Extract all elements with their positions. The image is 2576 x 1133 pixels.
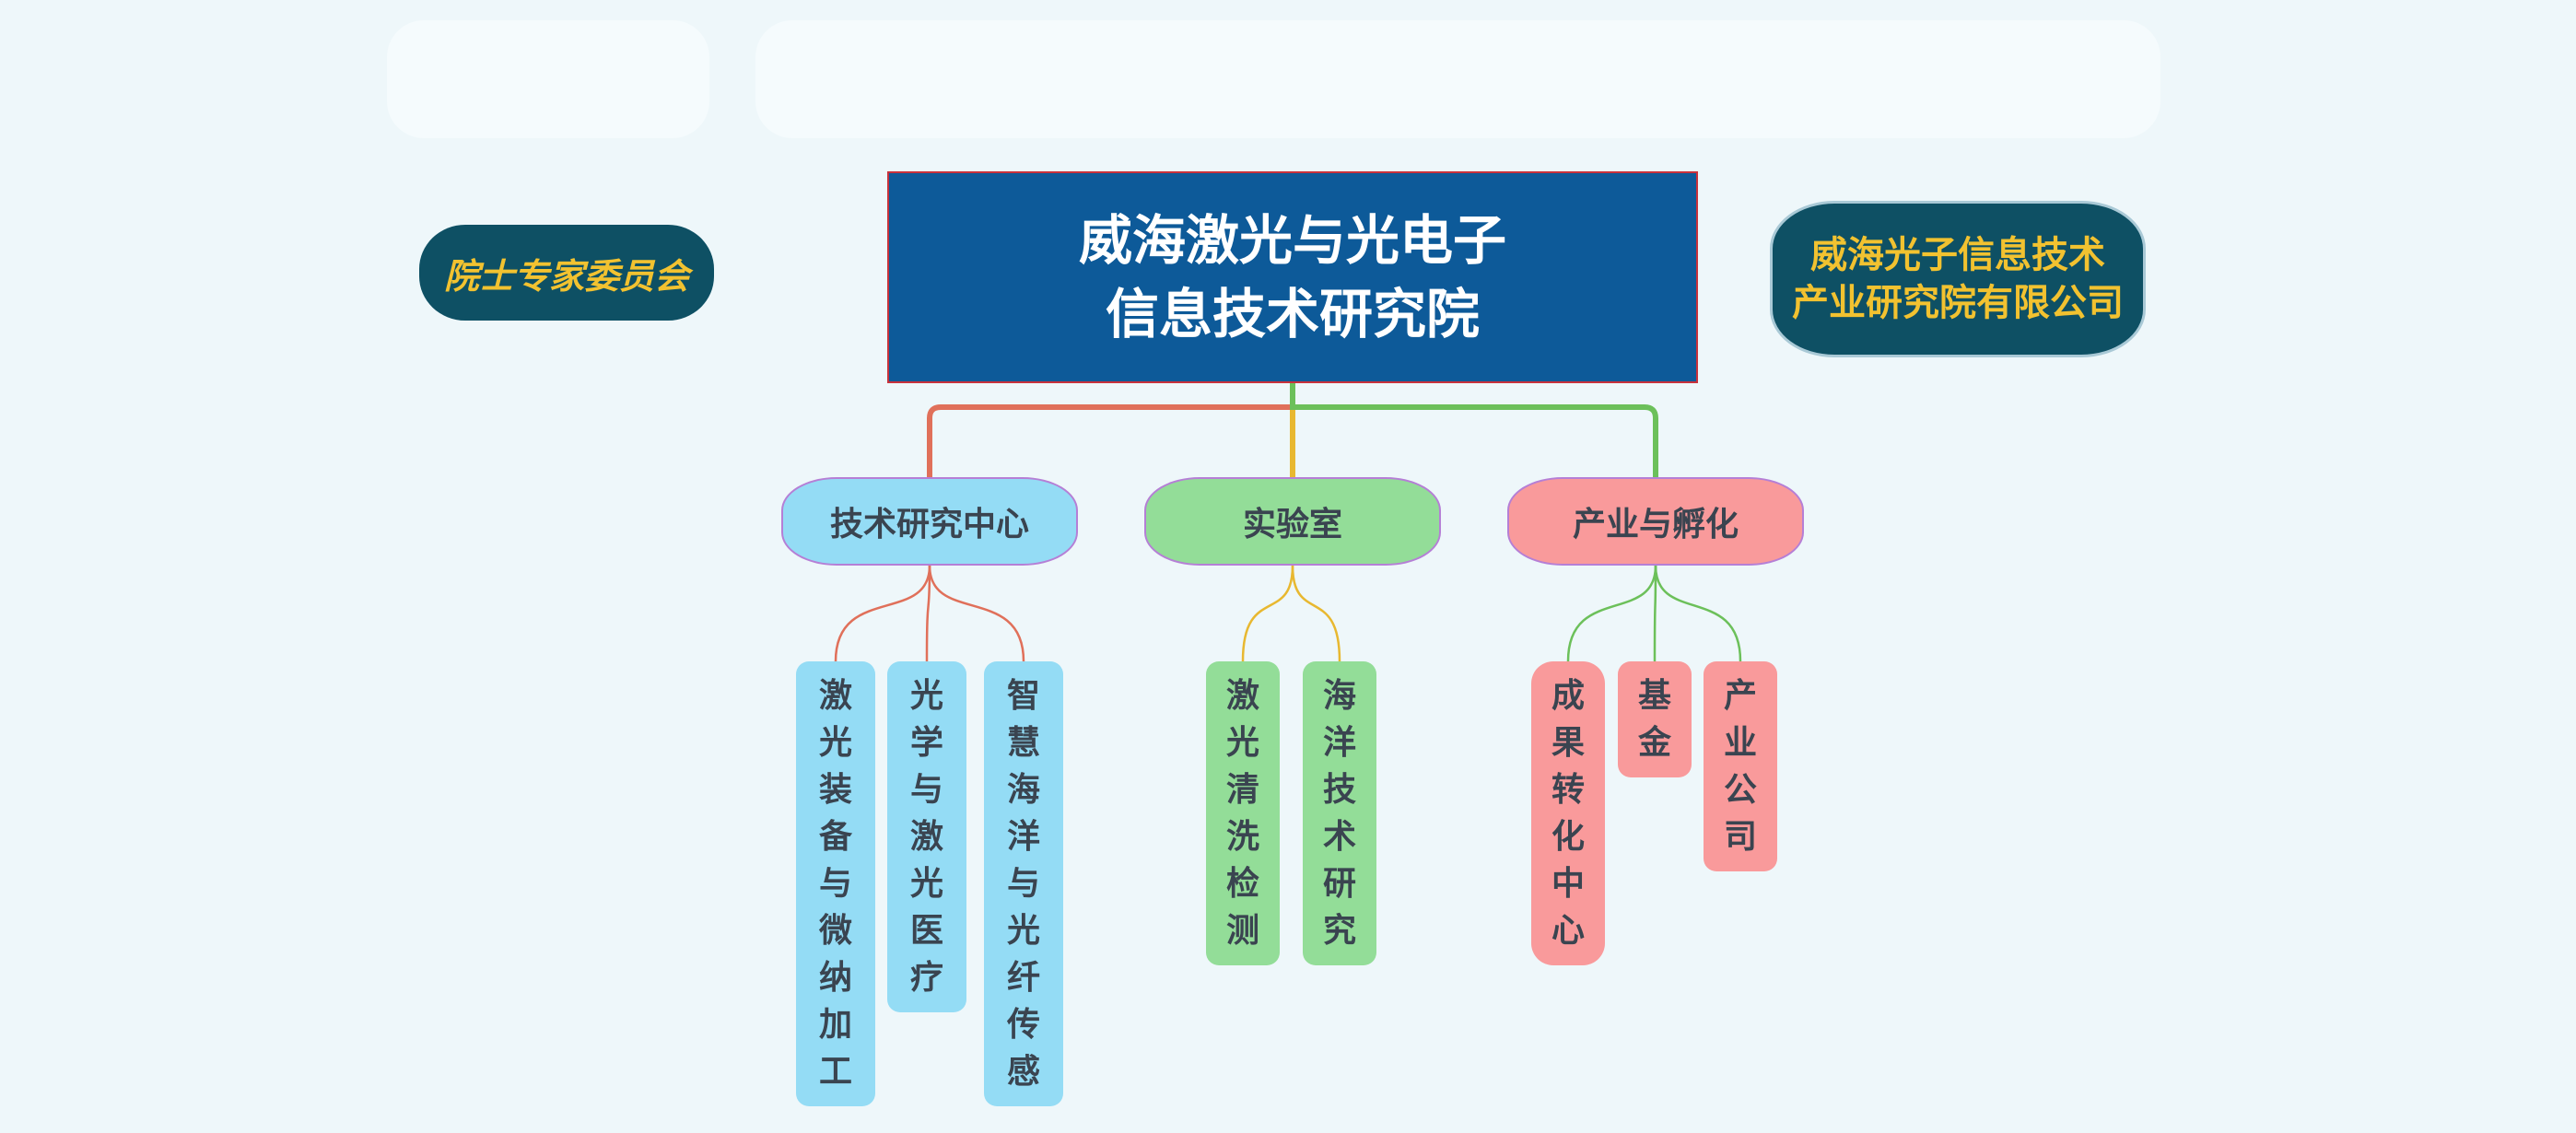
- leaf-char: 产: [1723, 677, 1757, 715]
- leaf-char: 海: [1322, 677, 1356, 715]
- leaf-char: 备: [818, 818, 852, 856]
- leaf-char: 纤: [1006, 959, 1040, 997]
- branch-label: 技术研究中心: [829, 506, 1029, 543]
- leaf-char: 究: [1322, 912, 1356, 950]
- leaf-char: 成: [1551, 677, 1585, 715]
- leaf-char: 光: [1225, 724, 1259, 762]
- leaf-char: 激: [909, 818, 943, 856]
- leaf-char: 激: [818, 677, 852, 715]
- leaf-char: 中: [1551, 865, 1585, 903]
- leaf-char: 感: [1006, 1053, 1040, 1091]
- root-to-branch-line: [927, 380, 1295, 480]
- leaf-char: 传: [1006, 1006, 1040, 1044]
- branch-to-leaf-line: [1566, 564, 1657, 663]
- leaf-char: 心: [1551, 912, 1585, 950]
- leaf-char: 研: [1322, 865, 1356, 903]
- top-banner-left: [387, 20, 709, 138]
- leaf-char: 光: [909, 677, 943, 715]
- leaf-ocean-tech-research: 海洋技术研究: [1303, 661, 1376, 965]
- leaf-char: 与: [818, 865, 852, 903]
- leaf-char: 纳: [818, 959, 852, 997]
- academician-committee-badge: 院士专家委员会: [419, 225, 714, 321]
- branch-to-leaf-line: [1653, 564, 1657, 663]
- branch-to-leaf-line: [1654, 564, 1742, 663]
- leaf-char: 装: [818, 771, 852, 809]
- branch-to-leaf-line: [1241, 564, 1294, 663]
- leaf-char: 学: [909, 724, 943, 762]
- company-line-1: 威海光子信息技术: [1810, 234, 2105, 276]
- leaf-char: 转: [1551, 771, 1585, 809]
- leaf-char: 测: [1225, 912, 1259, 950]
- leaf-char: 加: [818, 1006, 852, 1044]
- leaf-char: 洗: [1225, 818, 1259, 856]
- title-line-1: 威海激光与光电子: [1078, 209, 1506, 272]
- top-banner-right: [755, 20, 2160, 138]
- leaf-laser-equipment: 激光装备与微纳加工: [796, 661, 875, 1106]
- leaf-laser-cleaning-detection: 激光清洗检测: [1206, 661, 1280, 965]
- leaf-char: 医: [909, 912, 943, 950]
- leaf-char: 金: [1637, 724, 1671, 762]
- branch-industry-incubation: 产业与孵化: [1507, 477, 1804, 566]
- leaf-char: 业: [1723, 724, 1757, 762]
- branch-laboratory: 实验室: [1144, 477, 1441, 566]
- branch-to-leaf-line: [834, 564, 931, 663]
- leaf-char: 检: [1225, 865, 1259, 903]
- industry-company-badge: 威海光子信息技术 产业研究院有限公司: [1770, 201, 2146, 357]
- leaf-char: 光: [909, 865, 943, 903]
- leaf-char: 洋: [1322, 724, 1356, 762]
- leaf-char: 基: [1637, 677, 1671, 715]
- branch-to-leaf-line: [925, 564, 931, 663]
- institute-title-box: 威海激光与光电子 信息技术研究院: [887, 171, 1698, 383]
- leaf-char: 公: [1723, 771, 1757, 809]
- leaf-char: 工: [818, 1053, 852, 1091]
- branch-to-leaf-line: [928, 564, 1025, 663]
- leaf-char: 技: [1322, 771, 1356, 809]
- leaf-char: 光: [818, 724, 852, 762]
- branch-tech-research-center: 技术研究中心: [781, 477, 1078, 566]
- leaf-char: 与: [1006, 865, 1040, 903]
- leaf-industry-company: 产业公司: [1704, 661, 1777, 871]
- leaf-char: 果: [1551, 724, 1585, 762]
- leaf-char: 慧: [1006, 724, 1040, 762]
- leaf-char: 司: [1723, 818, 1757, 856]
- title-line-2: 信息技术研究院: [1105, 283, 1480, 345]
- leaf-char: 光: [1006, 912, 1040, 950]
- leaf-char: 与: [909, 771, 943, 809]
- company-line-2: 产业研究院有限公司: [1792, 282, 2124, 324]
- leaf-char: 化: [1551, 818, 1585, 856]
- branch-label: 产业与孵化: [1572, 506, 1739, 543]
- leaf-char: 术: [1322, 818, 1356, 856]
- leaf-char: 海: [1006, 771, 1040, 809]
- leaf-char: 微: [818, 912, 852, 950]
- leaf-fund: 基金: [1618, 661, 1692, 777]
- root-to-branch-line: [1290, 380, 1658, 480]
- branch-to-leaf-line: [1291, 564, 1341, 663]
- leaf-char: 激: [1225, 677, 1259, 715]
- leaf-char: 洋: [1006, 818, 1040, 856]
- leaf-char: 智: [1006, 677, 1040, 715]
- leaf-optics-laser-medical: 光学与激光医疗: [887, 661, 966, 1012]
- leaf-smart-ocean-fiber-sensing: 智慧海洋与光纤传感: [984, 661, 1063, 1106]
- academician-committee-label: 院士专家委员会: [443, 255, 689, 297]
- leaf-achievement-transfer-center: 成果转化中心: [1531, 661, 1605, 965]
- leaf-char: 清: [1225, 771, 1259, 809]
- branch-label: 实验室: [1242, 506, 1342, 543]
- leaf-char: 疗: [909, 959, 943, 997]
